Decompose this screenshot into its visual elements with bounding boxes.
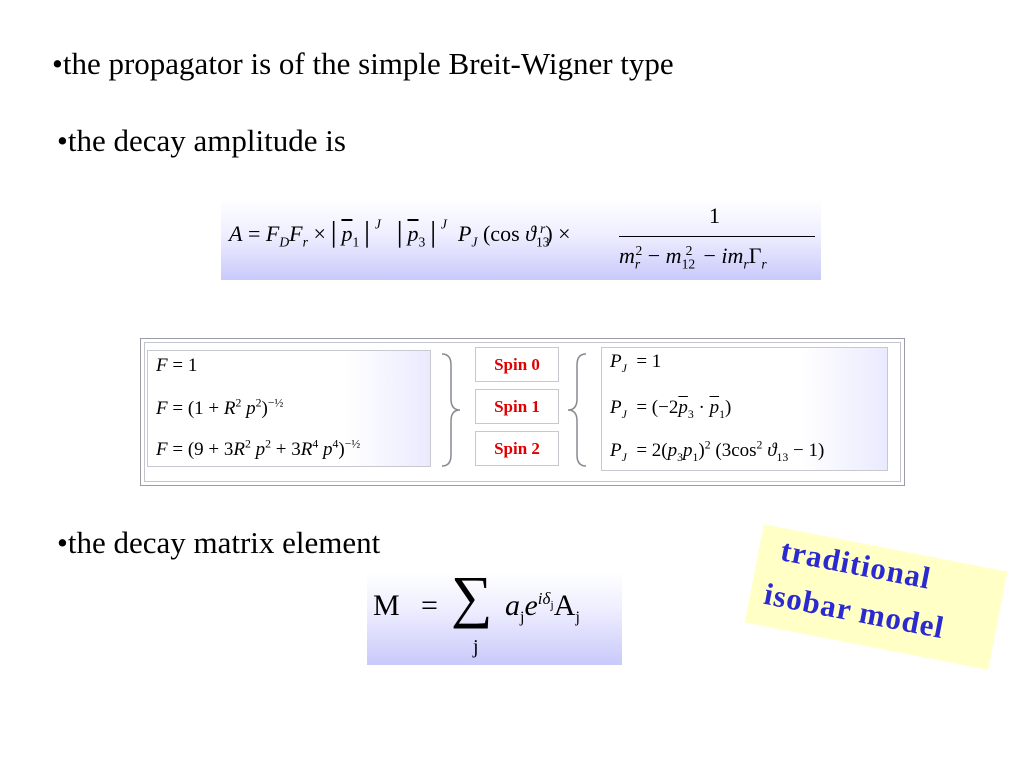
bullet-propagator: •the propagator is of the simple Breit-W… <box>52 46 674 81</box>
spin-2-label: Spin 2 <box>475 431 559 466</box>
sum-symbol: ∑ <box>451 564 493 629</box>
sum-term: ajeiδjAj <box>505 589 580 626</box>
fraction-denominator: mr2 − m122 − imrΓr <box>619 242 767 272</box>
right-brace-icon <box>441 353 461 467</box>
left-brace-icon <box>567 353 587 467</box>
fraction-bar <box>619 236 815 237</box>
spin-0-label: Spin 0 <box>475 347 559 382</box>
form-factor-table: F = 1 F = (1 + R2 p2)−½ F = (9 + 3R2 p2 … <box>140 338 905 486</box>
amplitude-expression: A = FDFr ×│p1│J │p3│J PJ (cos ϑ13r) × <box>229 216 571 250</box>
bullet-decay-matrix: •the decay matrix element <box>57 525 381 560</box>
matrix-symbol: M <box>373 589 400 622</box>
table-inner-border <box>144 342 901 482</box>
legendre-spin1: PJ = (−2p3 · p1) <box>610 397 732 421</box>
sum-index: j <box>473 636 479 658</box>
form-factor-box: F = 1 F = (1 + R2 p2)−½ F = (9 + 3R2 p2 … <box>147 350 431 467</box>
fraction-numerator: 1 <box>709 203 720 228</box>
spin-1-label: Spin 1 <box>475 389 559 424</box>
isobar-model-stamp: traditional isobar model <box>744 524 1008 670</box>
form-factor-spin2: F = (9 + 3R2 p2 + 3R4 p4)−½ <box>156 437 361 460</box>
equals-sign: = <box>421 589 438 622</box>
decay-amplitude-formula: A = FDFr ×│p1│J │p3│J PJ (cos ϑ13r) × 1 … <box>221 199 821 280</box>
legendre-spin2: PJ = 2(p3p1)2 (3cos2 ϑ13 − 1) <box>610 438 825 464</box>
form-factor-spin1: F = (1 + R2 p2)−½ <box>156 396 284 419</box>
bullet-decay-amplitude: •the decay amplitude is <box>57 123 346 158</box>
form-factor-spin0: F = 1 <box>156 355 198 376</box>
matrix-element-formula: M = ∑ j ajeiδjAj <box>367 568 622 665</box>
legendre-box: PJ = 1 PJ = (−2p3 · p1) PJ = 2(p3p1)2 (3… <box>601 347 888 471</box>
legendre-spin0: PJ = 1 <box>610 351 662 375</box>
